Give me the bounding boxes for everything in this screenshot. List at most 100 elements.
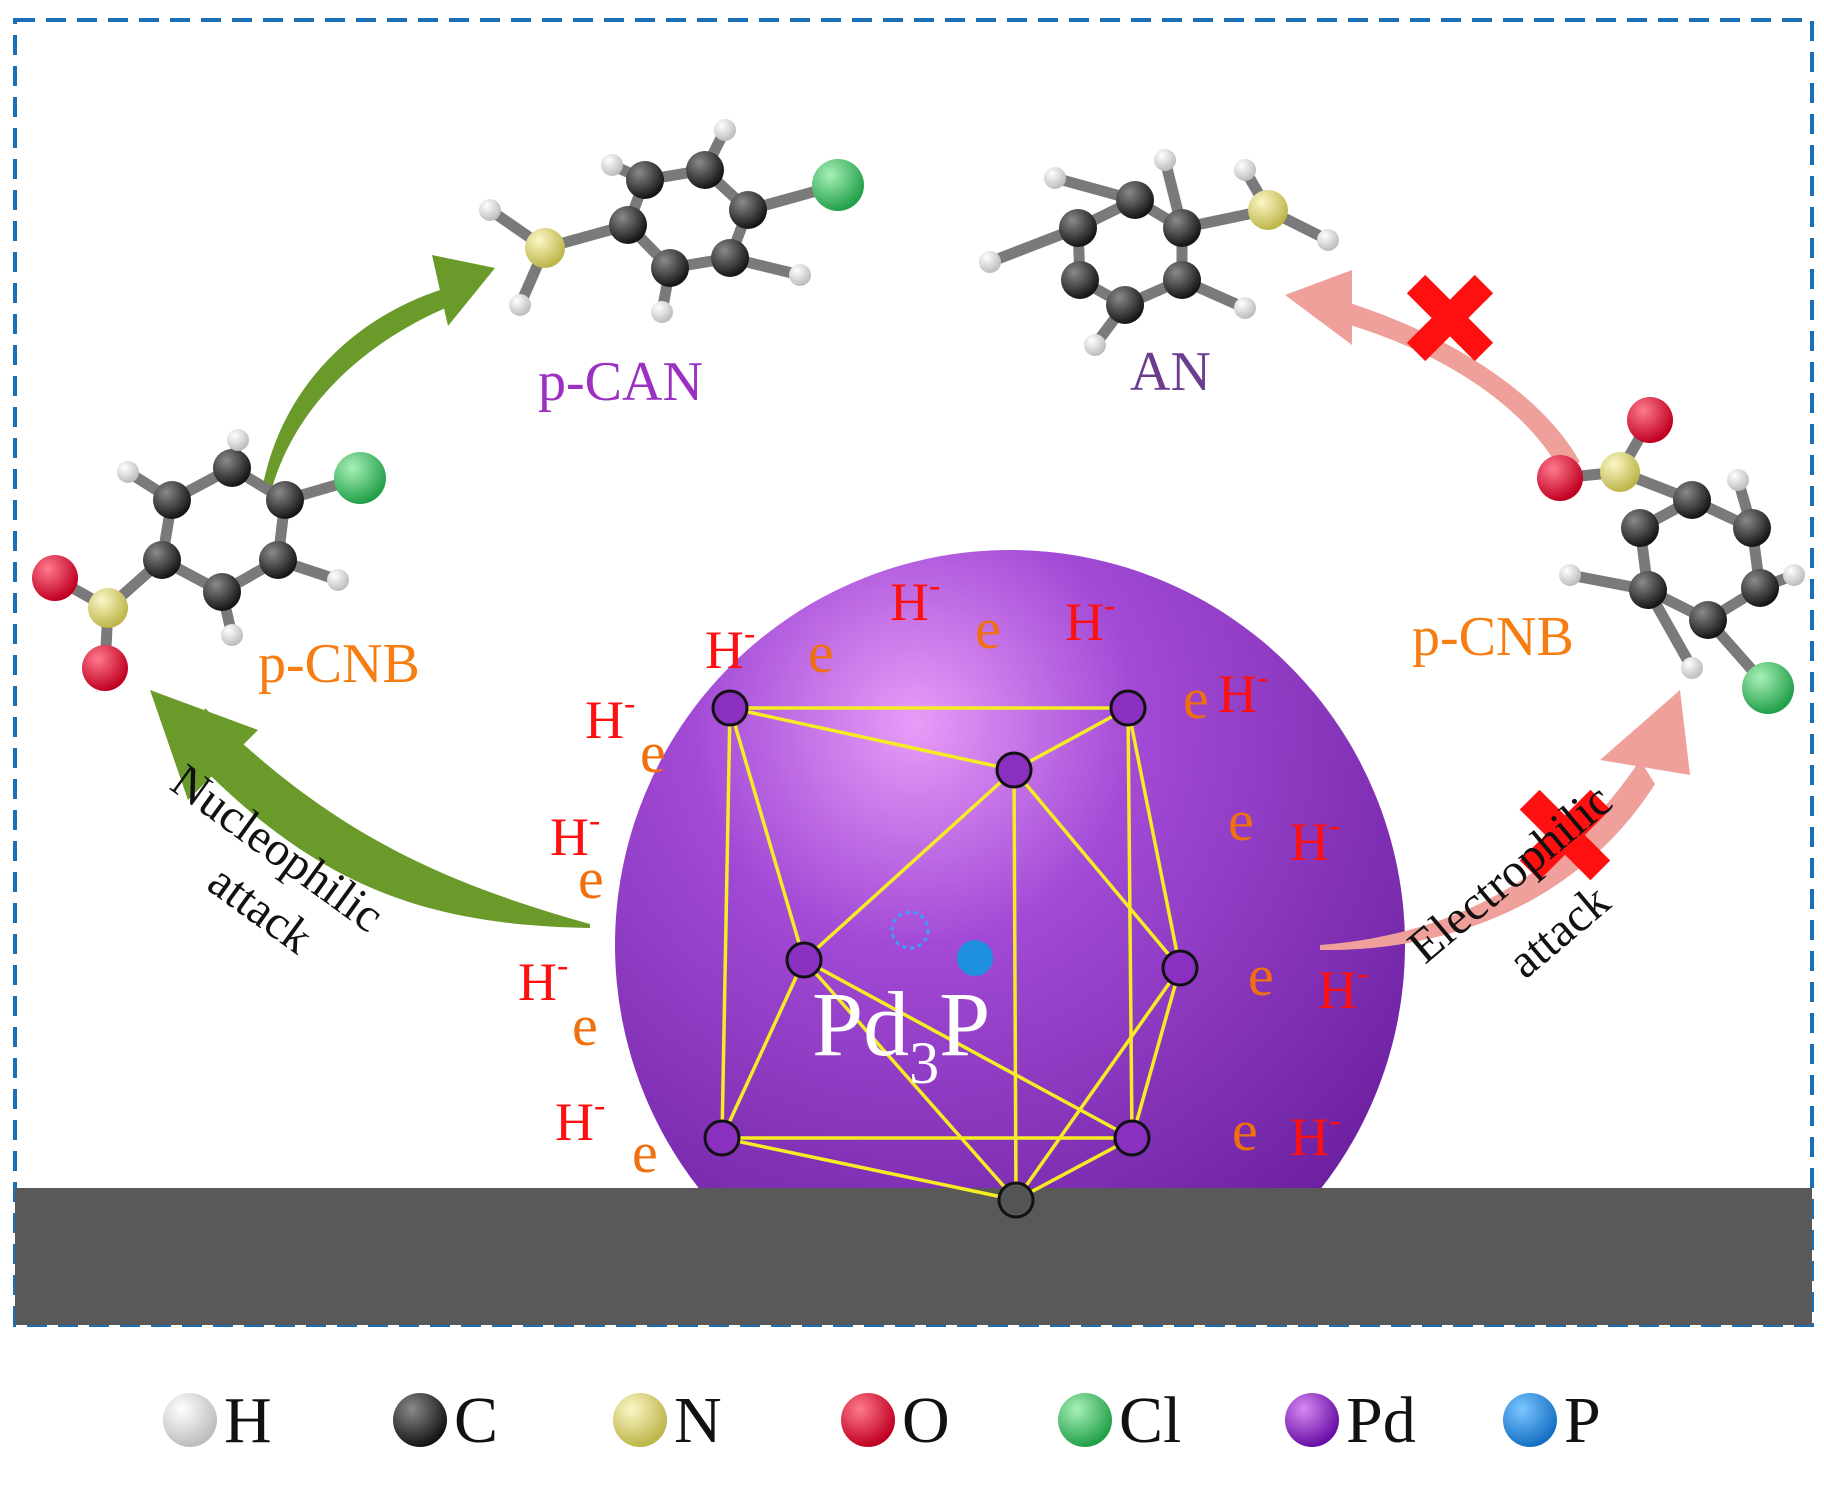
hydride-label: H- — [1290, 807, 1340, 872]
nucleophilic-arrow — [150, 690, 590, 928]
legend-swatch-p — [1503, 1393, 1557, 1447]
atom-c — [1059, 209, 1097, 247]
p-cnb-label-left: p-CNB — [258, 633, 420, 695]
atom-o — [1537, 455, 1583, 501]
legend-label-pd: Pd — [1346, 1384, 1416, 1457]
atom-h — [1084, 334, 1106, 356]
pd-atom-sites — [703, 689, 1199, 1219]
product-arrow-right — [1285, 270, 1580, 470]
atom-h — [327, 569, 349, 591]
atom-n — [1600, 452, 1640, 492]
atom-h — [1044, 167, 1066, 189]
an-label: AN — [1130, 341, 1211, 403]
atom-c — [729, 191, 767, 229]
an-molecule — [979, 149, 1339, 356]
blocked-cross-bottom — [1519, 789, 1611, 881]
atom-h — [601, 154, 623, 176]
electron-label: e — [632, 1120, 658, 1185]
atom-c — [686, 151, 724, 189]
atom-cl — [334, 452, 386, 504]
atom-h — [1154, 149, 1176, 171]
atom-n — [525, 228, 565, 268]
atom-h — [509, 294, 531, 316]
p-cnb-molecule-right — [1537, 397, 1805, 714]
atom-c — [1116, 181, 1154, 219]
legend-swatch-o — [841, 1393, 895, 1447]
atom-c — [1621, 509, 1659, 547]
vacancy-site — [890, 910, 930, 950]
atom-c — [259, 541, 297, 579]
atom-c — [1689, 601, 1727, 639]
atom-c — [609, 206, 647, 244]
atom-c — [143, 541, 181, 579]
electron-label: e — [1183, 666, 1209, 731]
electron-label: e — [1232, 1098, 1258, 1163]
p-cnb-label-right: p-CNB — [1412, 606, 1574, 668]
atom-c — [203, 573, 241, 611]
atom-h — [1234, 159, 1256, 181]
legend-swatch-c — [393, 1393, 447, 1447]
product-arrow-left — [263, 255, 495, 488]
atom-c — [266, 481, 304, 519]
atom-h — [1234, 297, 1256, 319]
electron-label: e — [572, 993, 598, 1058]
p-cnb-molecule-left — [32, 429, 386, 691]
atom-c — [1673, 481, 1711, 519]
pd3p-cage — [720, 706, 1182, 1202]
atom-h — [227, 429, 249, 451]
hydride-label: H- — [555, 1087, 605, 1152]
atom-o — [32, 555, 78, 601]
electron-label: e — [1228, 788, 1254, 853]
atom-h — [979, 251, 1001, 273]
atom-o — [1627, 397, 1673, 443]
atom-c — [651, 249, 689, 287]
atom-c — [1163, 261, 1201, 299]
atom-c — [1163, 209, 1201, 247]
hydride-label: H- — [518, 947, 568, 1012]
atom-c — [153, 481, 191, 519]
electron-label: e — [975, 596, 1001, 661]
atom-h — [221, 624, 243, 646]
legend-swatch-cl — [1058, 1393, 1112, 1447]
p-atom-site — [957, 940, 993, 976]
electron-label: e — [578, 846, 604, 911]
atom-h — [789, 264, 811, 286]
electron-label: e — [1248, 943, 1274, 1008]
electron-label: e — [808, 620, 834, 685]
p-can-molecule — [479, 119, 864, 323]
atom-h — [479, 199, 501, 221]
legend-label-cl: Cl — [1119, 1384, 1181, 1457]
atom-h — [117, 461, 139, 483]
atom-c — [1741, 569, 1779, 607]
legend-label-c: C — [454, 1384, 498, 1457]
atom-cl — [812, 159, 864, 211]
atom-c — [1106, 286, 1144, 324]
atom-o — [82, 645, 128, 691]
support-substrate — [15, 1188, 1812, 1325]
blocked-cross-top — [1406, 274, 1494, 362]
atom-c — [1629, 571, 1667, 609]
pd3p-nanoparticle — [615, 550, 1405, 1190]
atom-c — [213, 449, 251, 487]
atom-cl — [1742, 662, 1794, 714]
atom-h — [651, 301, 673, 323]
electron-label: e — [640, 720, 666, 785]
atom-n — [88, 588, 128, 628]
catalyst-label: Pd3P — [812, 973, 990, 1096]
legend-swatch-pd — [1285, 1393, 1339, 1447]
atom-h — [1783, 564, 1805, 586]
atom-h — [1317, 229, 1339, 251]
legend-swatch-n — [613, 1393, 667, 1447]
atom-c — [1061, 261, 1099, 299]
atom-n — [1248, 190, 1288, 230]
atom-h — [1727, 469, 1749, 491]
legend-label-n: N — [674, 1384, 722, 1457]
atom-c — [1733, 509, 1771, 547]
legend-label-h: H — [224, 1384, 272, 1457]
legend-swatch-h — [163, 1393, 217, 1447]
atom-c — [626, 161, 664, 199]
atom-h — [1681, 657, 1703, 679]
